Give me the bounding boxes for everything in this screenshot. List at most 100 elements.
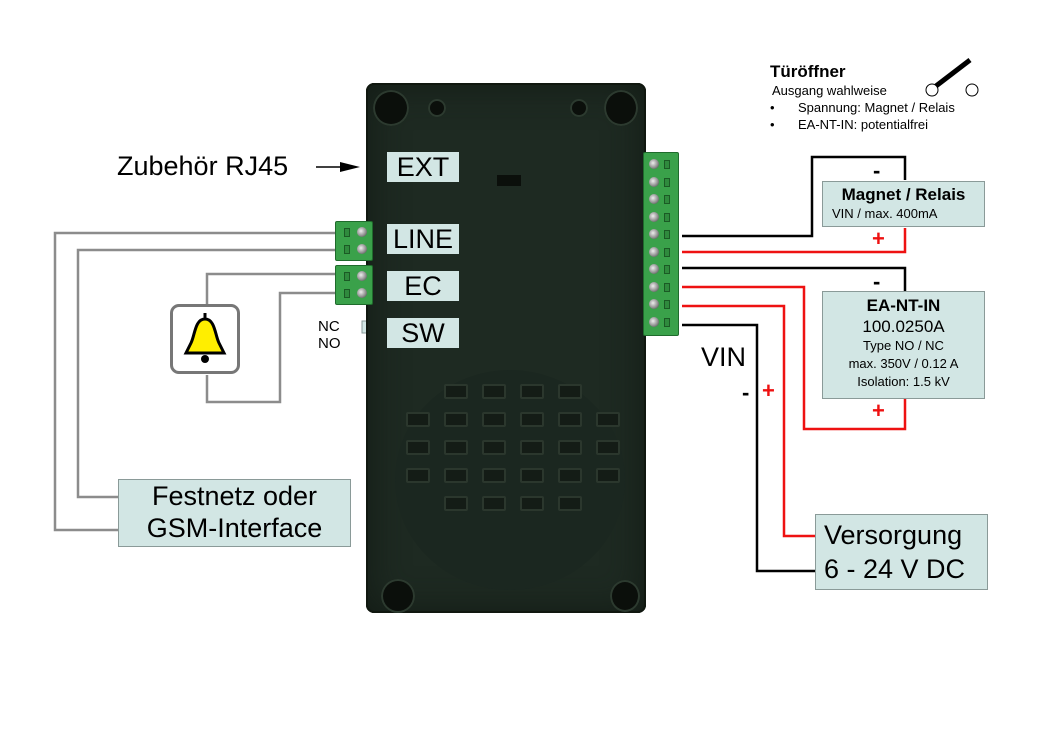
terminal-screw [649, 246, 659, 257]
terminal-screw [649, 316, 659, 327]
switch-contact-right [965, 83, 979, 97]
interface-line1: Festnetz oder [151, 481, 318, 511]
bell-icon [183, 313, 227, 363]
eant-minus: - [873, 269, 881, 294]
terminal-screw [649, 194, 659, 204]
speaker-slot [558, 440, 582, 455]
terminal-pin [664, 317, 670, 327]
terminal-screw [649, 281, 659, 292]
wire-supply-plus [682, 304, 818, 538]
speaker-slot [482, 440, 506, 455]
door-opener-subtitle: Ausgang wahlweise [772, 83, 887, 98]
speaker-slot [558, 412, 582, 427]
vin-plus: + [762, 378, 775, 403]
ea-nt-in-max: max. 350V / 0.12 A [848, 356, 959, 371]
terminal-screw [649, 211, 659, 222]
ea-nt-in-title: EA-NT-IN [866, 296, 941, 315]
wire-eant-minus [682, 266, 907, 292]
speaker-slot [482, 412, 506, 427]
no-label: NO [318, 335, 341, 352]
ea-nt-in-box: EA-NT-IN 100.0250A Type NO / NC max. 350… [822, 291, 985, 399]
switch-lever [934, 58, 972, 88]
corner-hole-bl [381, 579, 415, 613]
terminal-pin [664, 212, 670, 222]
terminal-pin [664, 195, 670, 204]
terminal-pin [664, 160, 670, 169]
terminal-screw [649, 176, 659, 187]
speaker-slot [558, 384, 582, 399]
speaker-slot [558, 468, 582, 483]
door-opener-bullet-1: •Spannung: Magnet / Relais [770, 100, 955, 115]
ea-nt-in-type: Type NO / NC [863, 338, 944, 353]
wire-eant-plus [682, 285, 907, 431]
vin-label: VIN [701, 342, 747, 372]
speaker-slot [406, 412, 430, 427]
wire-line-1 [53, 231, 340, 532]
terminal-screw [649, 159, 659, 169]
terminal-screw [649, 299, 659, 309]
interface-line2: GSM-Interface [146, 513, 323, 543]
speaker-slot [520, 412, 544, 427]
eant-plus: + [872, 398, 885, 423]
led-slot [497, 175, 521, 186]
speaker-slot [444, 412, 468, 427]
speaker-slot [482, 468, 506, 483]
supply-line2: 6 - 24 V DC [824, 554, 966, 584]
nc-label: NC [318, 318, 340, 335]
label-ext: EXT [387, 152, 459, 182]
label-sw: SW [387, 318, 459, 348]
ea-nt-in-part-number: 100.0250A [862, 317, 945, 336]
speaker-slot [406, 468, 430, 483]
arrow-head [340, 162, 360, 172]
switch-options: NC NO [318, 318, 341, 352]
screw-hole-tl [428, 99, 446, 117]
speaker-slot [520, 440, 544, 455]
interface-box: Festnetz oder GSM-Interface [118, 479, 351, 547]
terminal-pin [664, 282, 670, 292]
magnet-relay-title: Magnet / Relais [841, 185, 966, 204]
terminal-ec [335, 265, 373, 305]
switch-contact-left [925, 83, 939, 97]
door-opener-title: Türöffner [770, 62, 846, 81]
ea-nt-in-isolation: Isolation: 1.5 kV [857, 374, 950, 389]
corner-hole-tl [373, 90, 409, 126]
wire-line-2 [76, 248, 340, 499]
speaker-slot [444, 440, 468, 455]
supply-line1: Versorgung [824, 520, 963, 550]
terminal-pin [664, 247, 670, 257]
speaker-slot [520, 468, 544, 483]
terminal-pin [664, 265, 670, 274]
speaker-area [395, 370, 625, 590]
door-opener-info: Türöffner Ausgang wahlweise •Spannung: M… [770, 62, 955, 133]
speaker-slot [482, 384, 506, 399]
magnet-plus: + [872, 226, 885, 251]
terminal-line [335, 221, 373, 261]
speaker-slot [520, 384, 544, 399]
terminal-block-right [643, 152, 679, 336]
wire-ec-2 [205, 291, 340, 404]
wire-ec-1 [205, 272, 340, 305]
terminal-pin [664, 177, 670, 187]
screw-hole-tr [570, 99, 588, 117]
speaker-slot [596, 412, 620, 427]
speaker-slot [558, 496, 582, 511]
label-line: LINE [387, 224, 459, 254]
terminal-screw [649, 229, 659, 239]
terminal-screw [649, 264, 659, 274]
magnet-relay-spec: VIN / max. 400mA [832, 206, 938, 221]
corner-hole-br [610, 580, 640, 612]
speaker-slot [406, 440, 430, 455]
label-ec: EC [387, 271, 459, 301]
magnet-relay-box: Magnet / Relais VIN / max. 400mA [822, 181, 985, 227]
speaker-slot [444, 496, 468, 511]
speaker-slot [444, 384, 468, 399]
door-opener-bullet-2: •EA-NT-IN: potentialfrei [770, 117, 929, 132]
wire-magnet-minus [682, 155, 907, 238]
wire-supply-minus [682, 323, 818, 573]
accessory-label: Zubehör RJ45 [117, 151, 289, 181]
magnet-minus: - [873, 158, 881, 183]
terminal-pin [664, 230, 670, 239]
speaker-slot [444, 468, 468, 483]
speaker-slot [596, 468, 620, 483]
supply-box: Versorgung 6 - 24 V DC [815, 514, 988, 590]
